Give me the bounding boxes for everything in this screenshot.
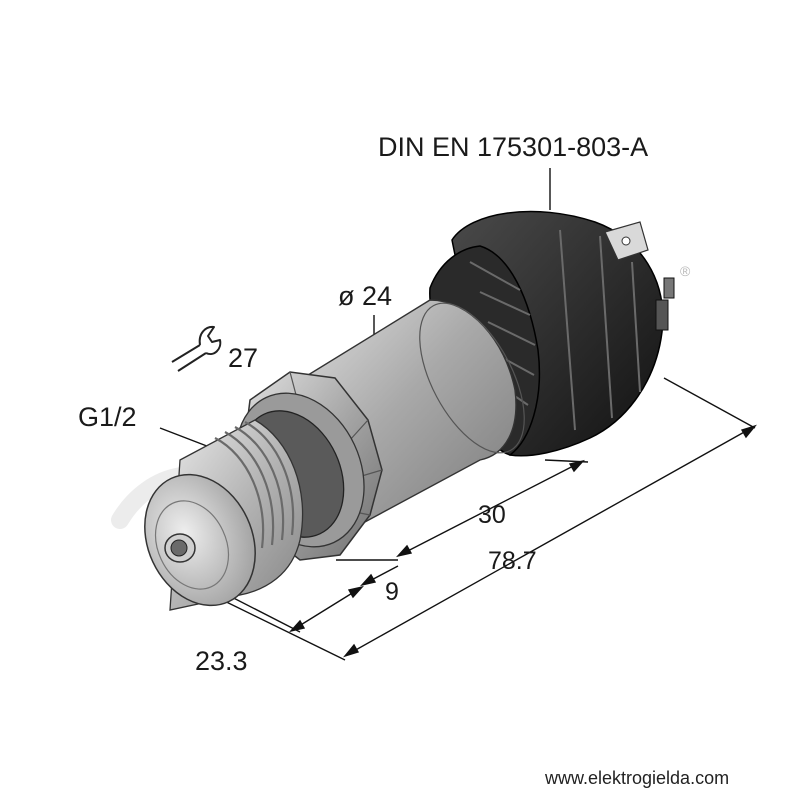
dim-thread-label: 23.3 xyxy=(195,646,248,676)
pressure-port xyxy=(144,473,256,607)
wrench-size-label: 27 xyxy=(228,343,259,373)
diameter-label: ø 24 xyxy=(338,281,393,311)
dim-total-label: 78.7 xyxy=(488,547,537,575)
website-url[interactable]: www.elektrogielda.com xyxy=(545,768,730,788)
wrench-icon xyxy=(171,325,222,372)
connector-standard-label: DIN EN 175301-803-A xyxy=(378,132,649,162)
dimension-lines xyxy=(159,168,758,661)
dim-connector-label: 30 xyxy=(478,501,506,529)
thread-label: G1/2 xyxy=(78,402,137,432)
dim-hex-label: 9 xyxy=(385,578,399,606)
registered-mark: ® xyxy=(680,263,691,279)
